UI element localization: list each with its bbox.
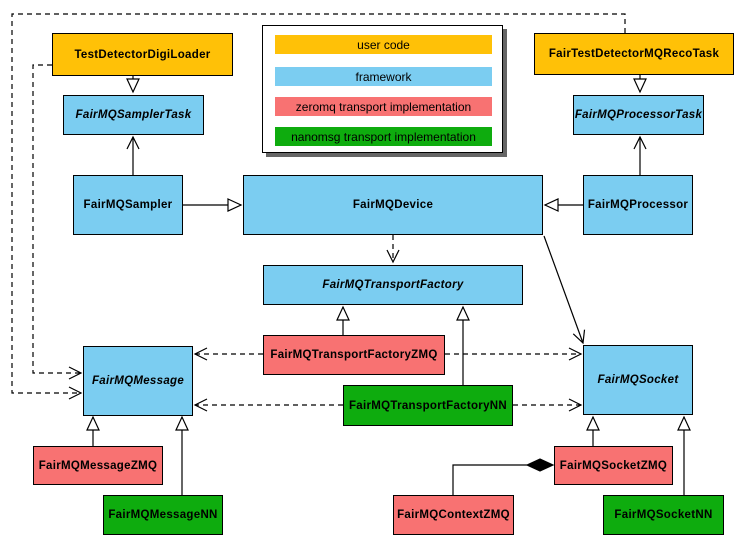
node-fairmqtransportfactory: FairMQTransportFactory — [263, 265, 523, 305]
node-fairmqsocket: FairMQSocket — [583, 345, 693, 415]
node-fairtestdetectormqrecotask: FairTestDetectorMQRecoTask — [534, 33, 734, 75]
node-fairmqsocketnn: FairMQSocketNN — [603, 495, 724, 535]
node-testdetectordigiloader: TestDetectorDigiLoader — [52, 33, 233, 76]
edge-contextzmq-socketzmq — [452, 464, 527, 495]
node-fairmqprocessortask: FairMQProcessorTask — [573, 95, 704, 135]
node-fairmqmessagenn: FairMQMessageNN — [103, 495, 223, 535]
node-fairmqcontextzmq: FairMQContextZMQ — [393, 495, 514, 535]
legend-item-nanomsg: nanomsg transport implementation — [275, 127, 492, 146]
node-fairmqmessagezmq: FairMQMessageZMQ — [33, 446, 163, 485]
edge-digiloader-message — [32, 64, 83, 380]
edge-recotask-message — [11, 13, 626, 400]
node-fairmqtransportfactorynn: FairMQTransportFactoryNN — [343, 385, 513, 426]
node-fairmqsocketzmq: FairMQSocketZMQ — [554, 446, 673, 485]
node-fairmqsamplertask: FairMQSamplerTask — [63, 95, 204, 135]
legend-item-user-code: user code — [275, 35, 492, 54]
edge-device-socket — [543, 235, 586, 345]
legend: user code framework zeromq transport imp… — [262, 25, 503, 153]
node-fairmqsampler: FairMQSampler — [73, 175, 183, 235]
composition-diamond — [525, 458, 555, 472]
node-fairmqmessage: FairMQMessage — [83, 346, 193, 416]
node-fairmqdevice: FairMQDevice — [243, 175, 543, 235]
node-fairmqprocessor: FairMQProcessor — [583, 175, 693, 235]
legend-item-zeromq: zeromq transport implementation — [275, 97, 492, 116]
node-fairmqtransportfactoryzmq: FairMQTransportFactoryZMQ — [263, 335, 445, 375]
legend-item-framework: framework — [275, 67, 492, 86]
